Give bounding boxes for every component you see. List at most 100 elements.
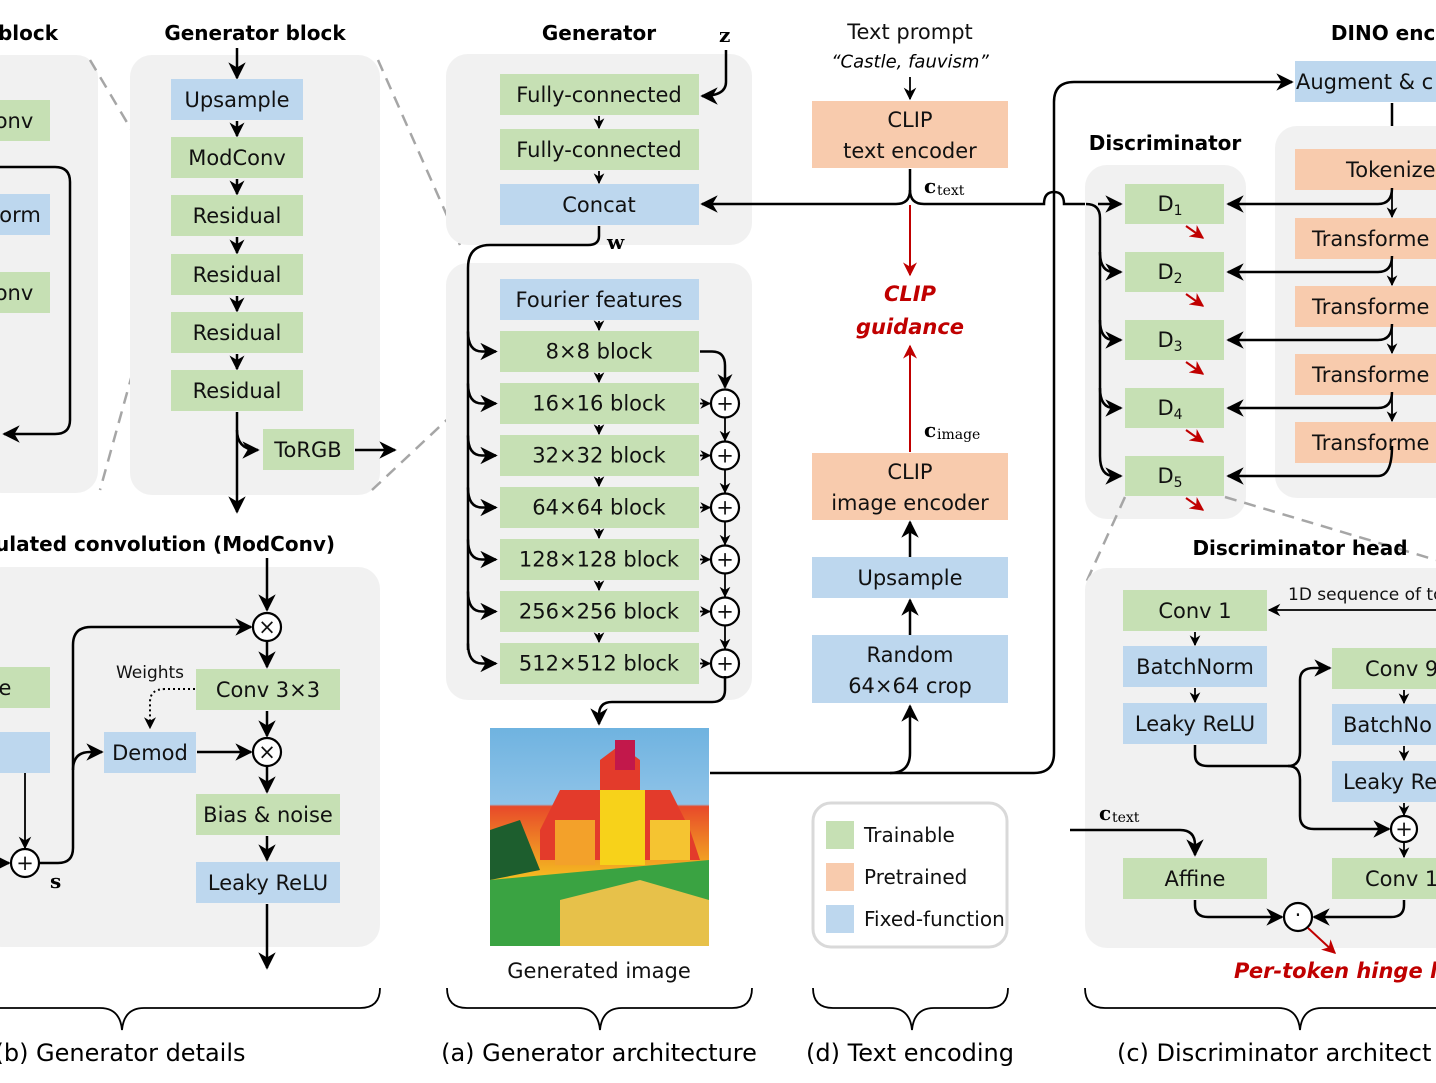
head-batchnorm-2-label: BatchNo [1343,713,1432,737]
head-residual-in [1287,659,1332,768]
brace [446,987,753,1031]
discriminator-head-label: D2 [1157,260,1182,287]
head-loss-arrow [1185,225,1205,239]
head-conv9-label: Conv 9 [1365,657,1436,681]
gen-block-residual-2 [171,254,303,295]
head-skip-path [1193,745,1288,768]
synthesis-block [500,331,699,372]
add-symbol: + [716,548,734,572]
torgb-skip-arrow [700,350,733,389]
svg-text:c: c [924,174,936,198]
svg-text:text: text [1112,810,1140,826]
discriminator-head-4 [1125,388,1224,428]
add-symbol: + [716,392,734,416]
w-input-arrow [466,383,498,413]
w-input-arrow [466,643,498,673]
dino-feature-arrow [1226,391,1394,417]
modconv-leaky-relu-label: Leaky ReLU [208,871,328,895]
discriminator-head-3 [1125,320,1224,360]
generated-image-label: Generated image [507,959,691,983]
synthesis-block-label: 512×512 block [519,652,680,676]
partial-conv-box-2 [0,272,50,313]
head-batchnorm-label: BatchNorm [1136,655,1254,679]
head-conv1-b [1332,858,1436,899]
modconv-bias-noise-label: Bias & noise [203,803,333,827]
head-leaky-relu-2-label: Leaky Re [1343,770,1436,794]
generator-details-section: block onv orm onv Generator block Upsamp… [0,21,501,1067]
caption-generator-details: (b) Generator details [0,1039,246,1067]
weights-label: Weights [116,663,184,683]
transformer-label: Transforme [1311,295,1429,319]
head-c-text-symbol: c text [1099,801,1140,826]
partial-skip-connection [0,165,72,443]
brace [0,987,381,1031]
transformer-label: Transforme [1311,363,1429,387]
synthesis-block-label: 32×32 block [532,444,666,468]
add-symbol: + [716,444,734,468]
partial-norm-box [0,194,50,235]
demod-input-arrow [71,743,104,771]
image-to-dino-path [890,73,1294,775]
legend-swatch [826,905,854,933]
head-conv1 [1123,590,1267,631]
clip-image-encoder-label-2: image encoder [831,491,989,515]
generator-architecture-section: Generator z Fully-connected Fully-connec… [441,21,757,1067]
svg-text:text: text [937,183,965,199]
gen-block-modconv [171,137,303,178]
head-loss-arrow [1185,293,1205,307]
gen-block-torgb-label: ToRGB [273,438,341,462]
legend-label: Pretrained [864,865,967,889]
discriminator-head-5 [1125,456,1224,496]
modconv-demod [104,732,196,773]
mapping-fc-2 [500,129,699,170]
head-loss-arrow [1185,361,1205,375]
clip-text-encoder-label-2: text encoder [843,139,977,163]
zoom-guide-line [1224,495,1436,562]
partial-norm-label: orm [0,203,41,227]
svg-text:c: c [924,418,936,442]
gen-block-residual-label: Residual [193,321,282,345]
c-text-arrow [1098,455,1123,485]
mapping-concat-label: Concat [562,193,635,217]
gen-block-residual-3 [171,312,303,353]
dino-title: DINO enco [1331,21,1436,45]
head-loss-arrow [1185,497,1205,511]
partial-affine-box [0,667,50,708]
partial-fixed-box [0,732,50,773]
gen-block-residual-label: Residual [193,263,282,287]
synthesis-block-label: 16×16 block [532,392,666,416]
multiply-symbol: × [258,615,276,639]
legend-swatch [826,863,854,891]
synthesis-block [500,383,699,424]
svg-text:c: c [1099,801,1111,825]
partial-conv-label-2: onv [0,281,33,305]
discriminator-head-label: D5 [1157,464,1182,491]
c-image-symbol: c image [924,418,980,443]
weights-dotted-arrow [144,688,195,730]
w-input-arrow [466,539,498,569]
modconv-bias-noise [196,794,340,835]
clip-guidance-label-2: guidance [856,315,964,339]
discriminator-head-label: D3 [1157,328,1182,355]
generated-image [490,728,709,946]
fourier-features [500,279,699,320]
random-crop [812,635,1008,703]
augment-box [1295,61,1436,102]
add-symbol: + [16,851,34,875]
head-leaky-relu-2 [1332,761,1436,802]
add-symbol: + [1395,817,1413,841]
head-conv1-b-label: Conv 1 [1365,867,1436,891]
synthesis-block-label: 64×64 block [532,496,666,520]
clip-text-encoder [812,101,1008,168]
head-affine-label: Affine [1165,867,1226,891]
legend-label: Fixed-function [864,907,1005,931]
fourier-features-label: Fourier features [516,288,683,312]
gen-block-residual-label: Residual [193,204,282,228]
head-leaky-relu-label: Leaky ReLU [1135,712,1255,736]
dot-product-op [1282,901,1314,933]
transformer-label: Transforme [1311,227,1429,251]
transformer-box [1295,422,1436,463]
generator-block-title: Generator block [164,21,346,45]
modconv-leaky-relu [196,862,340,903]
